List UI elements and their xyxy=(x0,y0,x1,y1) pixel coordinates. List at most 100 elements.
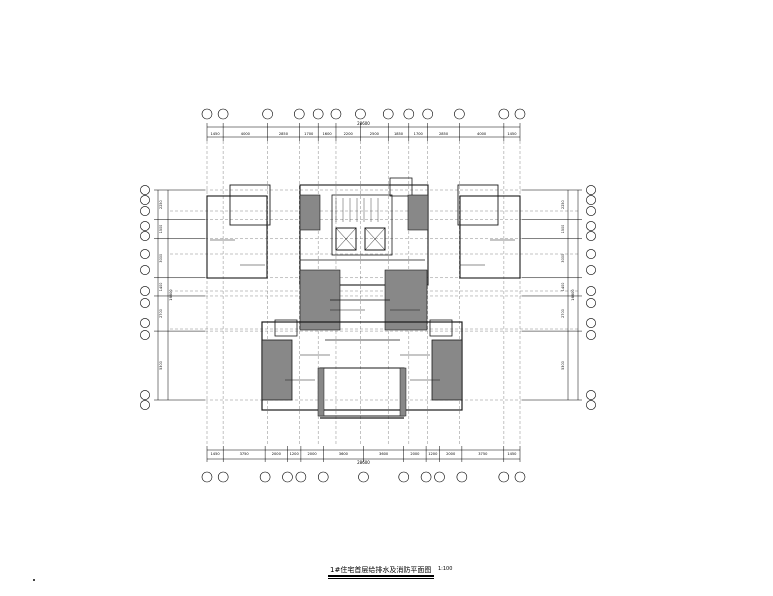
dimension-chain-bottom: 28600 1450 3750 2000 1200 2000 3600 3600 2000 120… xyxy=(206,446,521,465)
axis-bubbles xyxy=(140,108,596,483)
dim-segment-top: 2500 xyxy=(370,132,380,136)
elevator-cross xyxy=(364,227,386,251)
lobby-wall-left xyxy=(317,367,325,417)
axis-grid-lines xyxy=(170,141,580,446)
axis-bubble-right xyxy=(586,286,596,296)
stair-landing xyxy=(389,177,413,197)
entrance-lobby xyxy=(319,367,405,417)
dim-segment-bottom: 3750 xyxy=(478,452,488,456)
central-core xyxy=(299,184,429,286)
building-plan xyxy=(206,177,521,419)
axis-bubble-bottom xyxy=(201,471,213,483)
axis-bubble-right xyxy=(586,400,596,410)
dim-segment-top: 1450 xyxy=(507,132,517,136)
axis-bubble-bottom xyxy=(456,471,468,483)
dim-segment-bottom: 3600 xyxy=(379,452,389,456)
corner-mark xyxy=(33,579,35,581)
axis-bubble-right xyxy=(586,390,596,400)
dim-segment-bottom: 1200 xyxy=(290,452,300,456)
title-underline xyxy=(328,575,434,577)
axis-bubble-top xyxy=(312,108,324,120)
dim-segment-top: 1700 xyxy=(304,132,314,136)
axis-bubble-top xyxy=(201,108,213,120)
axis-bubble-left xyxy=(140,249,150,259)
lobby-wall-right xyxy=(399,367,407,417)
axis-bubble-top xyxy=(217,108,229,120)
axis-bubble-bottom xyxy=(295,471,307,483)
axis-bubble-top xyxy=(293,108,305,120)
wing-left-outer xyxy=(206,195,268,279)
axis-bubble-top xyxy=(382,108,394,120)
dim-segment-bottom: 1200 xyxy=(428,452,438,456)
axis-bubble-left xyxy=(140,330,150,340)
axis-bubble-top xyxy=(403,108,415,120)
dim-segment-right: 2700 xyxy=(561,309,565,318)
dim-segment-top: 2850 xyxy=(279,132,289,136)
axis-bubble-left xyxy=(140,221,150,231)
dim-segment-left: 2250 xyxy=(159,200,163,209)
dim-segment-top: 1600 xyxy=(323,132,333,136)
axis-bubble-left xyxy=(140,298,150,308)
axis-bubble-top xyxy=(454,108,465,120)
dim-total-bottom: 28600 xyxy=(357,460,370,465)
elevator-cross xyxy=(335,227,357,251)
axis-bubble-right xyxy=(586,249,596,259)
axis-bubble-top xyxy=(262,108,273,120)
axis-bubble-left xyxy=(140,231,150,241)
axis-bubble-top xyxy=(422,108,434,120)
dim-segment-left: 5300 xyxy=(159,361,163,370)
lower-left-wall xyxy=(261,339,293,401)
axis-bubble-left xyxy=(140,185,150,195)
lower-right-wall xyxy=(431,339,463,401)
dim-segment-left: 3000 xyxy=(159,254,163,263)
dim-segment-bottom: 1450 xyxy=(507,452,517,456)
dim-segment-bottom: 3600 xyxy=(339,452,349,456)
axis-bubble-left xyxy=(140,390,150,400)
dim-total-right: 16600 xyxy=(571,289,575,301)
dim-segment-left: 2700 xyxy=(159,309,163,318)
axis-bubble-bottom xyxy=(282,471,293,483)
dim-segment-top: 2850 xyxy=(439,132,449,136)
dim-segment-bottom: 1450 xyxy=(211,452,221,456)
axis-bubble-top xyxy=(330,108,342,120)
axis-bubble-left xyxy=(140,400,150,410)
hatched-wall-right xyxy=(384,269,428,331)
dim-segment-top: 1450 xyxy=(210,132,220,136)
dim-segment-top: 1700 xyxy=(414,132,424,136)
axis-bubble-bottom xyxy=(317,471,329,483)
axis-bubble-right xyxy=(586,195,596,205)
room-left-upper xyxy=(229,184,271,226)
shaft-box-right xyxy=(429,319,453,337)
axis-bubble-bottom xyxy=(514,471,526,483)
hatched-shaft-right xyxy=(407,194,429,231)
dim-segment-right: 2250 xyxy=(561,200,565,209)
axis-bubble-left xyxy=(140,286,150,296)
dim-segment-top: 1850 xyxy=(394,132,404,136)
dim-segment-right: 1500 xyxy=(561,225,565,234)
axis-bubble-top xyxy=(514,108,526,120)
hatched-shaft-left xyxy=(299,194,321,231)
axis-bubble-bottom xyxy=(434,471,445,483)
room-right-upper xyxy=(457,184,499,226)
dim-segment-right: 5300 xyxy=(561,361,565,370)
elevator-left xyxy=(335,227,357,251)
axis-bubble-bottom xyxy=(217,471,229,483)
axis-bubble-right xyxy=(586,265,596,275)
dim-segment-top: 2200 xyxy=(344,132,354,136)
dim-segment-bottom: 2000 xyxy=(308,452,318,456)
title-underline-thin xyxy=(328,577,434,579)
axis-bubble-right xyxy=(586,185,596,195)
axis-bubble-left xyxy=(140,265,150,275)
dim-total-left: 16600 xyxy=(169,289,173,301)
dim-segment-bottom: 2000 xyxy=(272,452,282,456)
stair-core xyxy=(331,194,393,256)
dim-segment-top: 4000 xyxy=(477,132,487,136)
axis-bubble-right xyxy=(586,298,596,308)
axis-bubble-left xyxy=(140,195,150,205)
axis-bubble-right xyxy=(586,318,596,328)
drawing-scale: 1:100 xyxy=(438,566,453,572)
dim-segment-bottom: 2000 xyxy=(410,452,420,456)
axis-bubble-bottom xyxy=(358,471,369,483)
